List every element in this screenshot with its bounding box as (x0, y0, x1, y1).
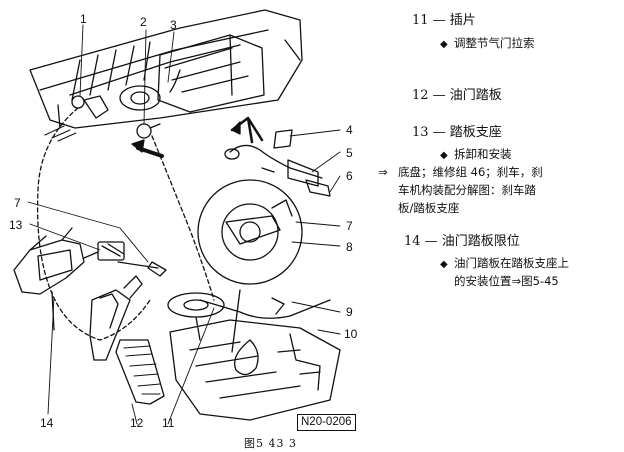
engine-intake-lower (169, 319, 341, 421)
legend-item-11-title: 11 — 插片 (412, 13, 476, 28)
callout-8: 8 (346, 240, 353, 254)
legend-item-13-note: ◆拆卸和安装 (440, 145, 512, 165)
parts-legend: 11 — 插片 ◆调整节气门拉索 12 — 油门踏板 13 — 踏板支座 ◆拆卸… (374, 0, 624, 452)
legend-item-14-note2: 的安装位置⇒图5-45 (454, 274, 559, 288)
callout-7-left: 7 (14, 196, 21, 210)
callout-9: 9 (346, 305, 353, 319)
legend-item-13-title: 13 — 踏板支座 (412, 125, 502, 140)
figure-caption: 图5 43 3 (244, 437, 297, 450)
legend-item-13-ref2: 车机构装配分解图：刹车踏 (398, 183, 536, 197)
lower-cable-assembly (117, 261, 331, 341)
legend-item-12-title: 12 — 油门踏板 (412, 88, 502, 103)
firewall-panel (29, 9, 303, 142)
legend-item-14-note1: ◆油门踏板在踏板支座上 (440, 254, 569, 274)
pedal-bracket (13, 227, 125, 331)
callout-3: 3 (170, 18, 177, 32)
drawing-code: N20-0206 (297, 414, 356, 431)
diamond-bullet-icon: ◆ (440, 150, 448, 161)
callout-10: 10 (344, 327, 358, 341)
callout-11: 11 (162, 416, 175, 430)
cable-bracket-assembly (224, 129, 331, 197)
accelerator-pedal (89, 275, 165, 405)
callout-5: 5 (346, 146, 353, 160)
legend-item-11-note: ◆调整节气门拉索 (440, 34, 535, 54)
callout-7-right: 7 (346, 219, 353, 233)
direction-arrows (131, 116, 264, 158)
legend-item-13-ref3: 板/踏板支座 (398, 201, 460, 215)
diamond-bullet-icon: ◆ (440, 259, 448, 270)
callout-14: 13 (9, 218, 23, 232)
legend-item-13-ref1: ⇒底盘；维修组 46；刹车，刹 (378, 165, 543, 179)
callout-2: 2 (140, 15, 147, 29)
legend-item-14-title: 14 — 油门踏板限位 (404, 234, 520, 249)
leader-lines (27, 24, 341, 425)
throttle-cable-route (36, 107, 215, 341)
callout-6: 6 (346, 169, 353, 183)
diamond-bullet-icon: ◆ (440, 39, 448, 50)
callout-4: 4 (346, 123, 353, 137)
double-arrow-icon: ⇒ (378, 165, 388, 179)
callout-1: 1 (80, 12, 87, 26)
callout-13: 14 (40, 416, 54, 430)
callout-12: 12 (130, 416, 144, 430)
